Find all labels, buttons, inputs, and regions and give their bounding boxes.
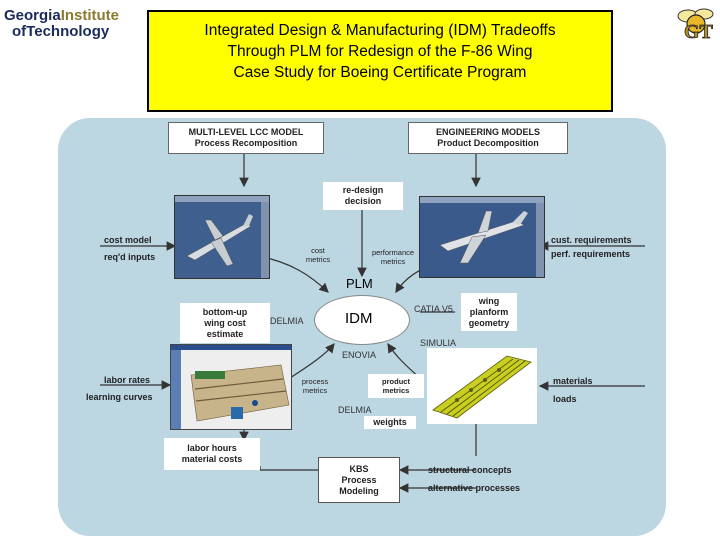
labor-rates-label: labor rates bbox=[104, 375, 151, 385]
performance-metrics-label: performance metrics bbox=[371, 248, 415, 266]
perf-requirements-label: perf. requirements bbox=[551, 249, 631, 259]
learning-curves-label: learning curves bbox=[86, 392, 153, 402]
process-metrics-label: process metrics bbox=[301, 377, 329, 395]
idm-ellipse bbox=[314, 295, 410, 345]
structural-concepts-label: structural concepts bbox=[428, 465, 512, 475]
title-line-3: Case Study for Boeing Certificate Progra… bbox=[233, 64, 527, 81]
simulia-label: SIMULIA bbox=[420, 338, 457, 348]
redesign-decision-box: re-design decision bbox=[323, 182, 403, 210]
svg-text:GT: GT bbox=[684, 21, 714, 43]
factory-process-screenshot bbox=[170, 344, 292, 430]
cost-metrics-label: cost metrics bbox=[305, 246, 331, 264]
title-line-2: Through PLM for Redesign of the F-86 Win… bbox=[227, 43, 533, 60]
reqd-inputs-label: req'd inputs bbox=[104, 252, 156, 262]
loads-label: loads bbox=[553, 394, 577, 404]
delmia-top-label: DELMIA bbox=[270, 316, 304, 326]
kbs-process-modeling-box: KBS Process Modeling bbox=[318, 457, 400, 503]
aircraft-model-screenshot-left bbox=[174, 195, 270, 279]
weights-label: weights bbox=[364, 416, 416, 429]
wing-structure-model-image bbox=[427, 348, 537, 424]
buzz-mascot-logo: GT bbox=[668, 2, 718, 46]
cust-requirements-label: cust. requirements bbox=[551, 235, 632, 245]
plm-label: PLM bbox=[346, 276, 373, 291]
engineering-models-box: ENGINEERING MODELS Product Decomposition bbox=[408, 122, 568, 154]
product-metrics-label: product metrics bbox=[368, 374, 424, 398]
georgia-tech-logo: GeorgiaInstitute ofTechnology bbox=[4, 7, 120, 40]
bottom-up-wing-cost-box: bottom-up wing cost estimate bbox=[180, 303, 270, 343]
idm-label: IDM bbox=[345, 310, 373, 327]
labor-hours-material-costs-box: labor hours material costs bbox=[164, 438, 260, 470]
catia-label: CATIA V5 bbox=[414, 304, 453, 314]
title-line-1: Integrated Design & Manufacturing (IDM) … bbox=[204, 22, 556, 39]
f86-model-screenshot-right bbox=[419, 196, 545, 278]
alternative-processes-label: alternative processes bbox=[428, 483, 521, 493]
delmia-bottom-label: DELMIA bbox=[338, 405, 372, 415]
title-box: Integrated Design & Manufacturing (IDM) … bbox=[147, 10, 613, 112]
materials-label: materials bbox=[553, 376, 593, 386]
multi-level-lcc-model-box: MULTI-LEVEL LCC MODEL Process Recomposit… bbox=[168, 122, 324, 154]
wing-planform-geometry-box: wing planform geometry bbox=[461, 293, 517, 331]
enovia-label: ENOVIA bbox=[342, 350, 377, 360]
cost-model-label: cost model bbox=[104, 235, 152, 245]
